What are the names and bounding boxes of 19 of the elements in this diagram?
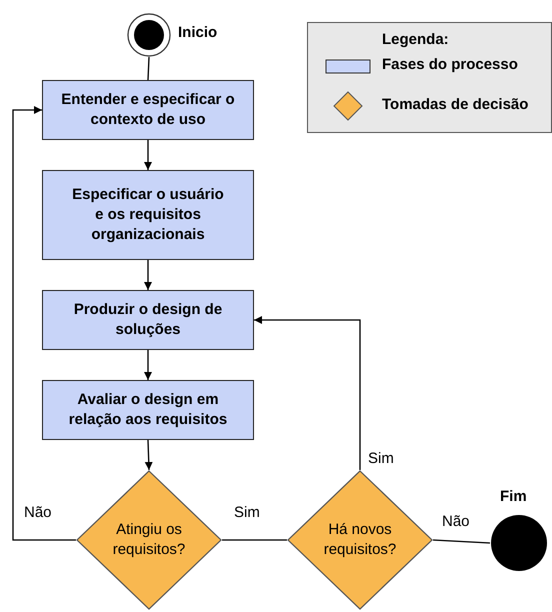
end-node: [490, 514, 548, 572]
process-box: Avaliar o design em relação aos requisitos: [42, 380, 254, 440]
connector-arrow: [144, 440, 153, 470]
decision-diamond: Há novos requisitos?: [287, 470, 433, 610]
node-caption: Fim: [500, 488, 527, 505]
connector-arrow: [144, 260, 152, 290]
legend-text: Tomadas de decisão: [382, 96, 528, 113]
connector-arrow: [254, 316, 361, 470]
connector-arrow: [144, 140, 152, 170]
connector-arrow: [12, 106, 76, 541]
legend-title: Legenda:: [382, 31, 449, 48]
decision-diamond: Atingiu os requisitos?: [76, 470, 222, 610]
node-caption: Inicio: [178, 24, 218, 41]
process-box: Especificar o usuário e os requisitos organizacionais: [42, 170, 254, 260]
start-node: [127, 13, 171, 57]
process-box: Entender e especificar o contexto de uso: [42, 80, 254, 140]
legend-text: Fases do processo: [382, 56, 518, 73]
process-box: Produzir o design de soluções: [42, 290, 254, 350]
connector-arrow: [144, 350, 152, 380]
